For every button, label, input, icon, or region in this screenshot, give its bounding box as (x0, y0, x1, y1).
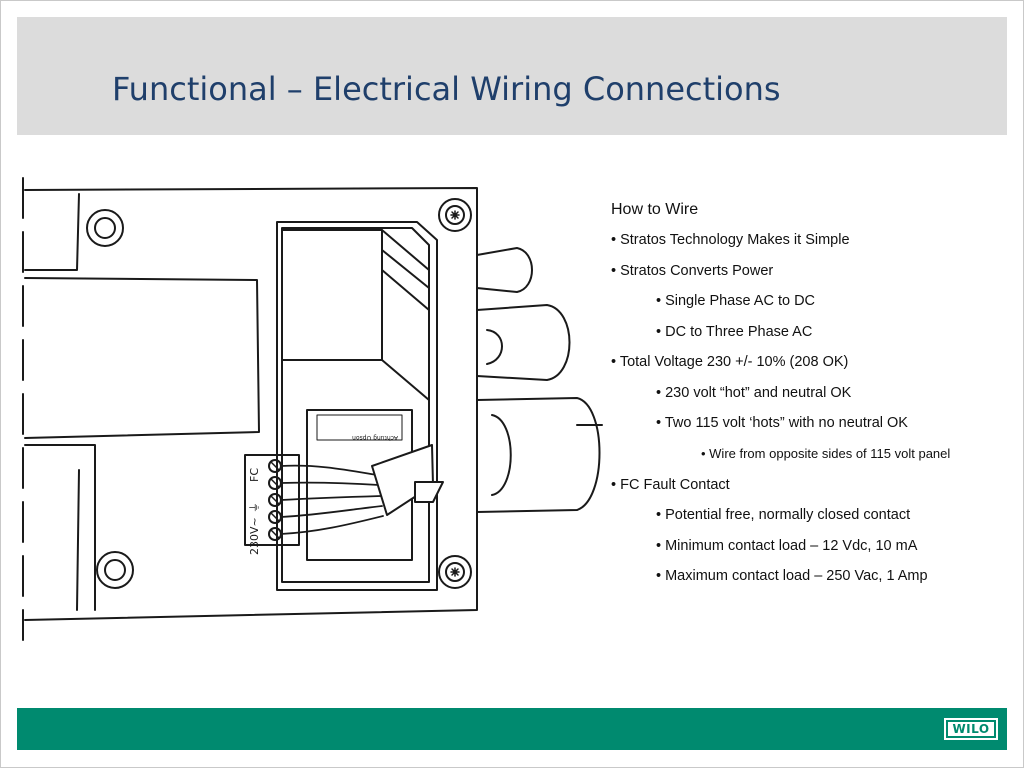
bullet-item: • Total Voltage 230 +/- 10% (208 OK) (611, 354, 849, 370)
wilo-logo: WILO (944, 718, 998, 740)
terminal-label-voltage: 230V~ (248, 517, 261, 555)
footer-band (17, 708, 1007, 750)
wires (280, 464, 384, 535)
wiring-instructions: How to Wire • Stratos Technology Makes i… (611, 200, 991, 598)
sub-bullet-item: • Maximum contact load – 250 Vac, 1 Amp (656, 568, 928, 584)
cable-gland-medium (476, 304, 571, 381)
svg-text:Achtung Opson: Achtung Opson (352, 434, 398, 441)
sub-bullet-item: • Minimum contact load – 12 Vdc, 10 mA (656, 537, 918, 554)
bullet-item: • Stratos Converts Power (611, 262, 774, 279)
sub-bullet-item: • Potential free, normally closed contac… (656, 507, 911, 523)
sub-bullet-item: • DC to Three Phase AC (656, 323, 813, 340)
cable-jacket (371, 444, 434, 516)
terminal-label-ground: ⏚ (248, 502, 261, 513)
instructions-heading: How to Wire (611, 201, 699, 218)
cable-gland-small (476, 247, 533, 293)
screw-bottom-right (438, 555, 472, 589)
bullet-item: • FC Fault Contact (611, 476, 730, 493)
screw-top-right (438, 198, 472, 232)
inner-panel (24, 277, 260, 439)
sub-bullet-item: • Two 115 volt ‘hots” with no neutral OK (656, 415, 908, 431)
wilo-logo-text: WILO (946, 720, 996, 738)
cable-gland-large (476, 397, 601, 513)
sub-sub-bullet-item: • Wire from opposite sides of 115 volt p… (701, 445, 951, 461)
bullet-item: • Stratos Technology Makes it Simple (611, 232, 850, 248)
slide-title: Functional – Electrical Wiring Connectio… (112, 70, 781, 108)
screw-top-left (86, 209, 124, 247)
lower-panel-line (24, 444, 96, 611)
sub-bullet-item: • 230 volt “hot” and neutral OK (656, 384, 852, 401)
upper-recess (24, 193, 80, 271)
wiring-diagram: Achtung Opson (22, 177, 603, 641)
upper-block (281, 229, 383, 361)
terminal-screws (268, 459, 282, 541)
title-band (17, 17, 1007, 135)
terminal-label-fc: FC (248, 468, 261, 482)
terminal-block (244, 454, 300, 546)
sub-bullet-item: • Single Phase AC to DC (656, 293, 816, 309)
screw-bottom-left (96, 551, 134, 589)
lower-recess-edge (76, 469, 80, 611)
info-sticker (306, 409, 413, 561)
